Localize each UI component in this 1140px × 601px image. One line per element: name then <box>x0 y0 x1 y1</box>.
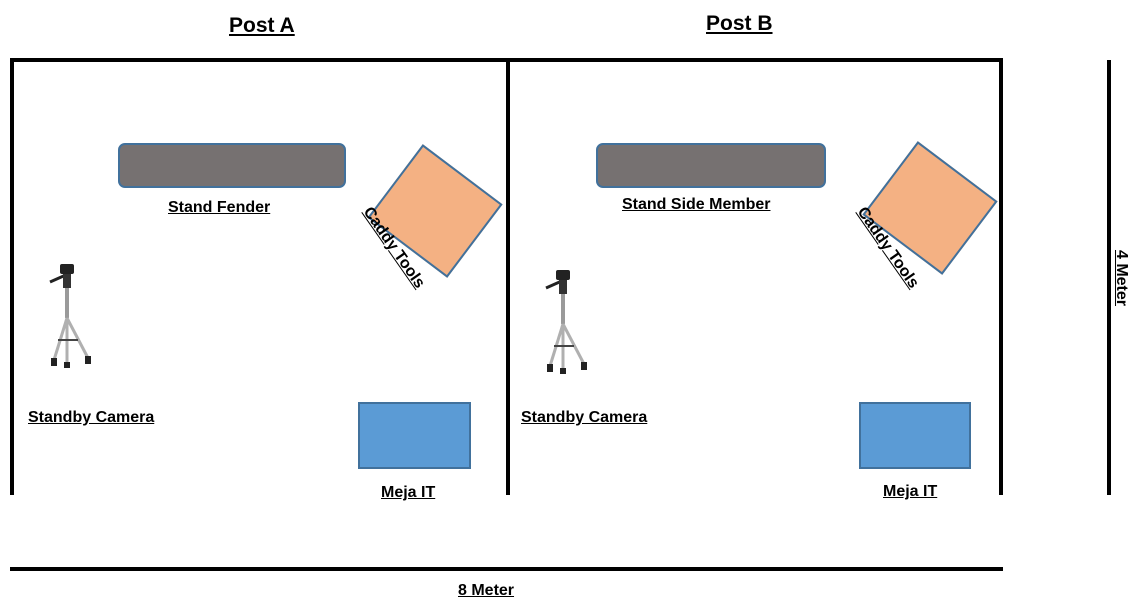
height-dimension-line <box>1107 60 1111 495</box>
room-left-wall <box>10 58 14 495</box>
height-dimension-label: 4 Meter <box>1113 249 1131 307</box>
post-a-caddy <box>367 144 503 278</box>
tripod-camera-icon <box>545 270 587 374</box>
post-b-stand-label: Stand Side Member <box>622 196 771 213</box>
width-dimension-line <box>10 567 1003 571</box>
post-b-stand <box>596 143 826 188</box>
post-a-stand-label: Stand Fender <box>168 199 271 216</box>
post-a-title: Post A <box>229 14 295 37</box>
post-b-meja-it <box>859 402 971 469</box>
post-a-meja-label: Meja IT <box>381 484 436 501</box>
room-right-wall <box>999 58 1003 495</box>
post-b-camera-label: Standby Camera <box>521 409 648 426</box>
width-dimension-label: 8 Meter <box>458 582 515 599</box>
post-b-meja-label: Meja IT <box>883 483 938 500</box>
tripod-camera-icon <box>49 264 91 368</box>
room-divider-wall <box>506 58 510 495</box>
post-a-camera-label: Standby Camera <box>28 409 155 426</box>
post-a-meja-it <box>358 402 471 469</box>
post-b-title: Post B <box>706 12 773 35</box>
post-a-stand <box>118 143 346 188</box>
